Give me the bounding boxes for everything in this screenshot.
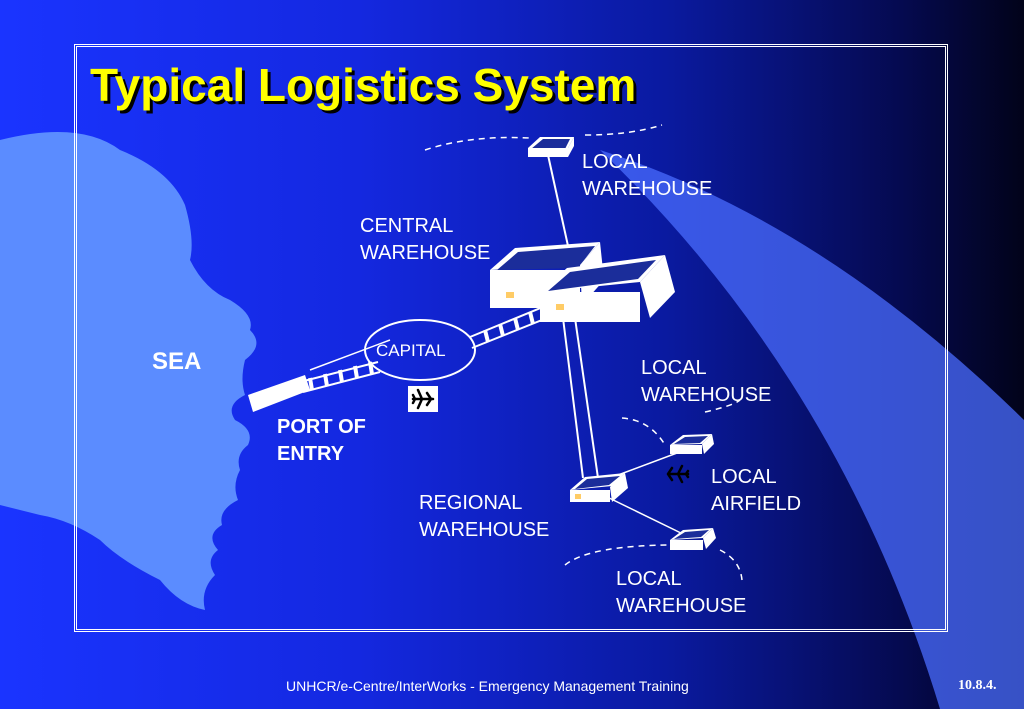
airplane-icon (666, 464, 690, 484)
label-line: WAREHOUSE (360, 242, 491, 264)
central-warehouse-label: CENTRAL WAREHOUSE (360, 213, 490, 267)
local-warehouse-top-icon (528, 137, 574, 157)
label-line: WAREHOUSE (419, 519, 550, 541)
central-warehouse-icon (490, 242, 675, 322)
road-central-regional-2 (574, 317, 599, 479)
port-of-entry-label: PORT OF ENTRY (277, 414, 366, 468)
regional-warehouse-label: REGIONAL WAREHOUSE (419, 490, 549, 544)
local-warehouse-bottom-label: LOCAL WAREHOUSE (616, 566, 746, 620)
footer-page-number: 10.8.4. (958, 678, 997, 693)
label-line: PORT OF (277, 416, 366, 438)
local-airfield-label: LOCAL AIRFIELD (711, 464, 801, 518)
road-central-regional (562, 317, 584, 479)
slide-frame (74, 44, 948, 632)
local-warehouse-mid-icon (670, 434, 714, 454)
page-title: Typical Logistics System (90, 59, 637, 111)
sea-label: SEA (152, 348, 202, 375)
port-of-entry-dock (248, 375, 310, 412)
pier-edge (309, 339, 391, 371)
label-line: WAREHOUSE (641, 384, 772, 406)
label-line: LOCAL (641, 357, 707, 379)
route-regional-local-bottom (602, 494, 686, 536)
label-line: LOCAL (582, 151, 648, 173)
boundary-mid-left (621, 417, 666, 446)
label-line: WAREHOUSE (582, 178, 713, 200)
label-line: ENTRY (277, 443, 345, 465)
decorative-light-beam (600, 150, 1024, 709)
boundary-bottom-right (719, 549, 743, 581)
footer-credit: UNHCR/e-Centre/InterWorks - Emergency Ma… (286, 678, 689, 694)
label-line: LOCAL (711, 466, 777, 488)
boundary-top-right (584, 124, 663, 136)
local-warehouse-mid-label: LOCAL WAREHOUSE (641, 355, 771, 409)
local-warehouse-bottom-icon (670, 528, 716, 550)
land-mass (0, 132, 257, 610)
label-line: REGIONAL (419, 492, 523, 514)
capital-label: CAPITAL (376, 341, 446, 360)
label-line: AIRFIELD (711, 493, 802, 515)
capital-circle (364, 319, 476, 381)
boundary-top-left (424, 136, 531, 151)
route-central-local-top (547, 154, 571, 256)
airplane-icon (408, 386, 438, 412)
label-line: WAREHOUSE (616, 595, 747, 617)
label-line: LOCAL (616, 568, 682, 590)
label-line: CENTRAL (360, 215, 454, 237)
regional-warehouse-icon (570, 473, 628, 502)
boundary-mid-right (704, 399, 741, 413)
local-warehouse-top-label: LOCAL WAREHOUSE (582, 149, 712, 203)
